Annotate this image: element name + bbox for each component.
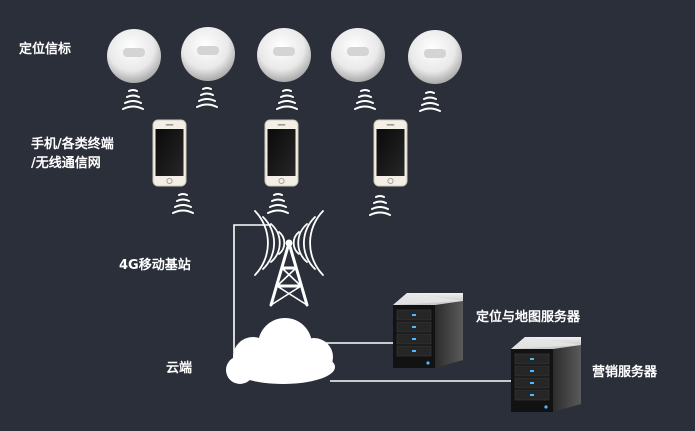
terminals-label-line2: /无线通信网 [31,156,101,171]
beacons-label: 定位信标 [19,42,72,57]
beacon-signal-row [122,87,441,112]
cloud-icon [226,318,335,384]
signal-waves-icon [369,195,391,216]
marketing-server-label: 营销服务器 [592,365,658,380]
cell-tower-icon [254,210,324,307]
server-icon [511,337,581,412]
smartphone-icon [264,119,299,187]
beacon-icon [107,29,161,83]
connector-lines [233,224,511,382]
smartphone-icon [152,119,187,187]
beacon-icon [181,27,235,81]
signal-waves-icon [354,89,376,110]
server-icon [393,293,463,368]
terminals-label-line1: 手机/各类终端 [31,137,114,152]
base-station-label: 4G移动基站 [119,258,191,273]
signal-waves-icon [196,87,218,108]
signal-waves-icon [276,89,298,110]
beacon-icon [408,30,462,84]
signal-waves-icon [267,193,289,214]
tower-to-cloud-line [233,224,271,365]
beacon-icon [331,28,385,82]
beacon-row [107,27,462,84]
beacon-icon [257,28,311,82]
phone-row [152,119,408,187]
signal-waves-icon [122,89,144,110]
signal-waves-icon [419,91,441,112]
cloud-label: 云端 [166,361,193,376]
phone-signal-row [172,193,391,216]
signal-waves-icon [172,193,194,214]
location-server-label: 定位与地图服务器 [476,310,581,325]
smartphone-icon [373,119,408,187]
